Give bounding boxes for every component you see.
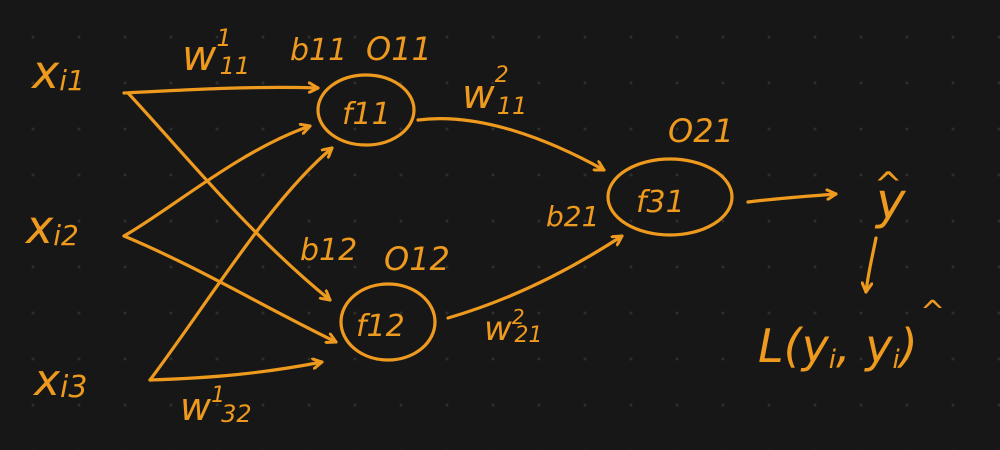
input-label-x-i2: xi2 bbox=[24, 200, 79, 254]
bias-label-b12: b12 bbox=[300, 233, 357, 268]
edge-i2-f12 bbox=[122, 234, 338, 342]
loss-expression: L(yi, yi) bbox=[758, 319, 918, 375]
edge-i3-f12 bbox=[148, 362, 324, 382]
edge-f11-f31 bbox=[416, 117, 606, 172]
node-label-f31: f31 bbox=[636, 185, 685, 220]
edge-i1-f12 bbox=[126, 91, 332, 302]
input-label-x-i3: xi3 bbox=[32, 355, 87, 406]
edge-yhat-loss bbox=[866, 236, 878, 294]
prediction-y-hat: y bbox=[874, 172, 907, 230]
output-label-o11: O11 bbox=[366, 30, 432, 68]
edge-i3-f11 bbox=[148, 146, 334, 382]
hidden-node-f12 bbox=[339, 282, 437, 362]
edge-i1-f11 bbox=[122, 87, 320, 95]
node-label-f11: f11 bbox=[342, 97, 391, 132]
loss-hat-mark: ^ bbox=[920, 295, 945, 330]
output-label-o21: O21 bbox=[668, 112, 734, 150]
input-label-x-i1: xi1 bbox=[30, 45, 85, 99]
prediction-hat-mark: ^ bbox=[874, 165, 903, 205]
edge-i2-f11 bbox=[122, 126, 312, 238]
output-label-o12: O12 bbox=[384, 240, 450, 278]
edge-f31-yhat bbox=[746, 194, 838, 204]
bias-label-b21: b21 bbox=[546, 200, 599, 233]
bias-label-b11: b11 bbox=[290, 33, 347, 68]
edge-f12-f31 bbox=[446, 234, 624, 320]
output-node-f31 bbox=[606, 157, 734, 237]
hidden-node-f11 bbox=[316, 73, 416, 147]
node-label-f12: f12 bbox=[356, 309, 405, 344]
